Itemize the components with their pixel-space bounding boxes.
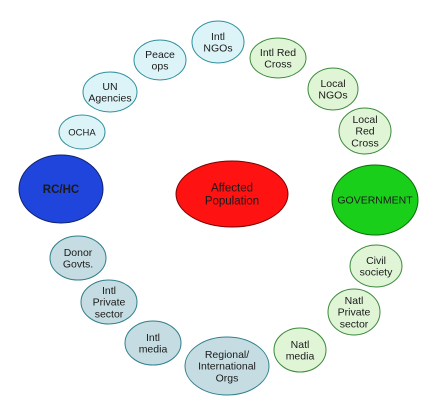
node-affected-population-shape [175, 160, 289, 228]
node-government-label-line: GOVERNMENT [337, 195, 413, 207]
node-local-ngos-shape [307, 67, 359, 111]
node-affected-population-label-line: Affected [211, 183, 253, 195]
node-civil-society-shape [349, 244, 403, 288]
node-ocha-label-line: OCHA [68, 127, 96, 138]
node-peace-ops-label-line: ops [152, 61, 169, 73]
node-government-label: GOVERNMENT [337, 195, 413, 207]
node-government-shape [331, 164, 419, 236]
node-intl-red-cross-label-line: Cross [264, 59, 291, 71]
node-local-ngos-label-line: Local [320, 78, 345, 90]
node-local-red-cross-label-line: Red [355, 126, 374, 138]
node-rc-hc-label-line: RC/HC [43, 184, 79, 196]
node-donor-govts-label-line: Donor [64, 247, 93, 259]
node-donor-govts-label-line: Govts. [63, 259, 93, 271]
node-intl-private-sector-shape [80, 279, 138, 325]
node-regional-intl-orgs-label-line: Orgs [216, 372, 239, 384]
node-intl-ngos-label-line: NGOs [203, 43, 232, 55]
node-natl-media-label-line: Natl [291, 339, 310, 351]
node-local-red-cross-label-line: Local [352, 114, 377, 126]
node-rc-hc-shape [18, 154, 104, 224]
node-government: GOVERNMENT [331, 164, 419, 236]
node-local-ngos-label-line: NGOs [318, 90, 347, 102]
node-intl-media-label-line: Intl [146, 332, 160, 344]
node-natl-private-sector-label-line: sector [340, 318, 369, 330]
node-regional-intl-orgs-label-line: International [198, 361, 256, 373]
node-un-agencies-label-line: Agencies [88, 93, 131, 105]
node-intl-ngos-shape [191, 20, 245, 64]
node-rc-hc-label: RC/HC [43, 184, 79, 196]
node-affected-population-label-line: Population [205, 195, 259, 207]
node-natl-private-sector-label-line: Private [338, 307, 371, 319]
node-intl-private-sector-label-line: Private [93, 297, 126, 309]
node-donor-govts-shape [49, 235, 107, 281]
node-intl-media-shape [124, 320, 182, 366]
node-intl-media-label-line: media [139, 344, 168, 356]
node-ocha: OCHA [58, 114, 106, 150]
node-local-red-cross-shape [338, 107, 392, 155]
node-civil-society-label-line: society [360, 267, 393, 279]
node-un-agencies-label-line: UN [102, 81, 117, 93]
node-intl-private-sector-label-line: Intl [102, 285, 116, 297]
node-un-agencies-shape [82, 71, 138, 113]
node-natl-media-label-line: media [286, 351, 315, 363]
node-intl-ngos-label-line: Intl [211, 31, 225, 43]
node-peace-ops-label-line: Peace [145, 49, 175, 61]
node-intl-private-sector-label-line: sector [95, 308, 124, 320]
node-peace-ops-shape [133, 39, 187, 81]
node-regional-intl-orgs-shape [184, 336, 270, 396]
node-civil-society-label-line: Civil [366, 255, 386, 267]
node-ocha-label: OCHA [68, 127, 96, 138]
node-intl-red-cross-shape [249, 37, 307, 79]
node-intl-red-cross-label-line: Intl Red [260, 47, 296, 59]
node-regional-intl-orgs-label-line: Regional/ [205, 349, 249, 361]
node-rc-hc: RC/HC [18, 154, 104, 224]
node-natl-private-sector-shape [327, 288, 381, 336]
node-natl-media-shape [273, 327, 327, 373]
node-local-red-cross-label-line: Cross [351, 137, 378, 149]
node-ocha-shape [58, 114, 106, 150]
node-natl-private-sector-label-line: Natl [345, 295, 364, 307]
